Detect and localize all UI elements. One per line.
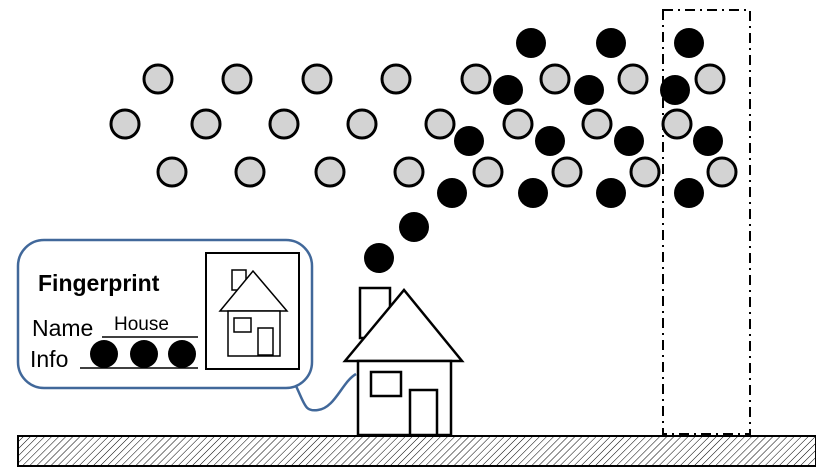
black-circle bbox=[399, 212, 429, 242]
black-circle bbox=[535, 126, 565, 156]
black-circle bbox=[596, 178, 626, 208]
black-circle bbox=[614, 126, 644, 156]
gray-circle bbox=[303, 65, 331, 93]
name-value: House bbox=[114, 314, 169, 335]
black-circle bbox=[454, 126, 484, 156]
info-label: Info bbox=[30, 346, 68, 372]
gray-circle bbox=[619, 65, 647, 93]
gray-circle bbox=[111, 110, 139, 138]
ground-hatch bbox=[18, 436, 816, 466]
black-circle bbox=[516, 28, 546, 58]
black-circle bbox=[693, 126, 723, 156]
black-circle bbox=[364, 243, 394, 273]
gray-circle-grid bbox=[111, 65, 736, 186]
gray-circle bbox=[462, 65, 490, 93]
gray-circle bbox=[382, 65, 410, 93]
black-circle bbox=[574, 75, 604, 105]
gray-circle bbox=[158, 158, 186, 186]
gray-circle bbox=[708, 158, 736, 186]
house-icon bbox=[345, 288, 462, 435]
black-circle bbox=[660, 75, 690, 105]
fingerprint-callout: Fingerprint Name House Info bbox=[18, 240, 356, 410]
gray-circle bbox=[541, 65, 569, 93]
gray-circle bbox=[236, 158, 264, 186]
smoke-puffs bbox=[364, 28, 723, 273]
name-label: Name bbox=[32, 315, 93, 341]
gray-circle bbox=[395, 158, 423, 186]
gray-circle bbox=[663, 110, 691, 138]
house-door bbox=[410, 390, 437, 435]
black-circle bbox=[493, 75, 523, 105]
black-circle bbox=[518, 178, 548, 208]
gray-circle bbox=[504, 110, 532, 138]
black-circle bbox=[596, 28, 626, 58]
info-dot bbox=[90, 340, 118, 368]
gray-circle bbox=[426, 110, 454, 138]
gray-circle bbox=[583, 110, 611, 138]
gray-circle bbox=[144, 65, 172, 93]
gray-circle bbox=[631, 158, 659, 186]
info-dot bbox=[168, 340, 196, 368]
black-circle bbox=[674, 178, 704, 208]
info-dot bbox=[130, 340, 158, 368]
house-window bbox=[371, 372, 401, 396]
gray-circle bbox=[696, 65, 724, 93]
gray-circle bbox=[553, 158, 581, 186]
gray-circle bbox=[348, 110, 376, 138]
gray-circle bbox=[316, 158, 344, 186]
gray-circle bbox=[474, 158, 502, 186]
gray-circle bbox=[223, 65, 251, 93]
black-circle bbox=[674, 28, 704, 58]
gray-circle bbox=[192, 110, 220, 138]
gray-circle bbox=[270, 110, 298, 138]
black-circle bbox=[437, 178, 467, 208]
callout-title: Fingerprint bbox=[38, 270, 160, 296]
